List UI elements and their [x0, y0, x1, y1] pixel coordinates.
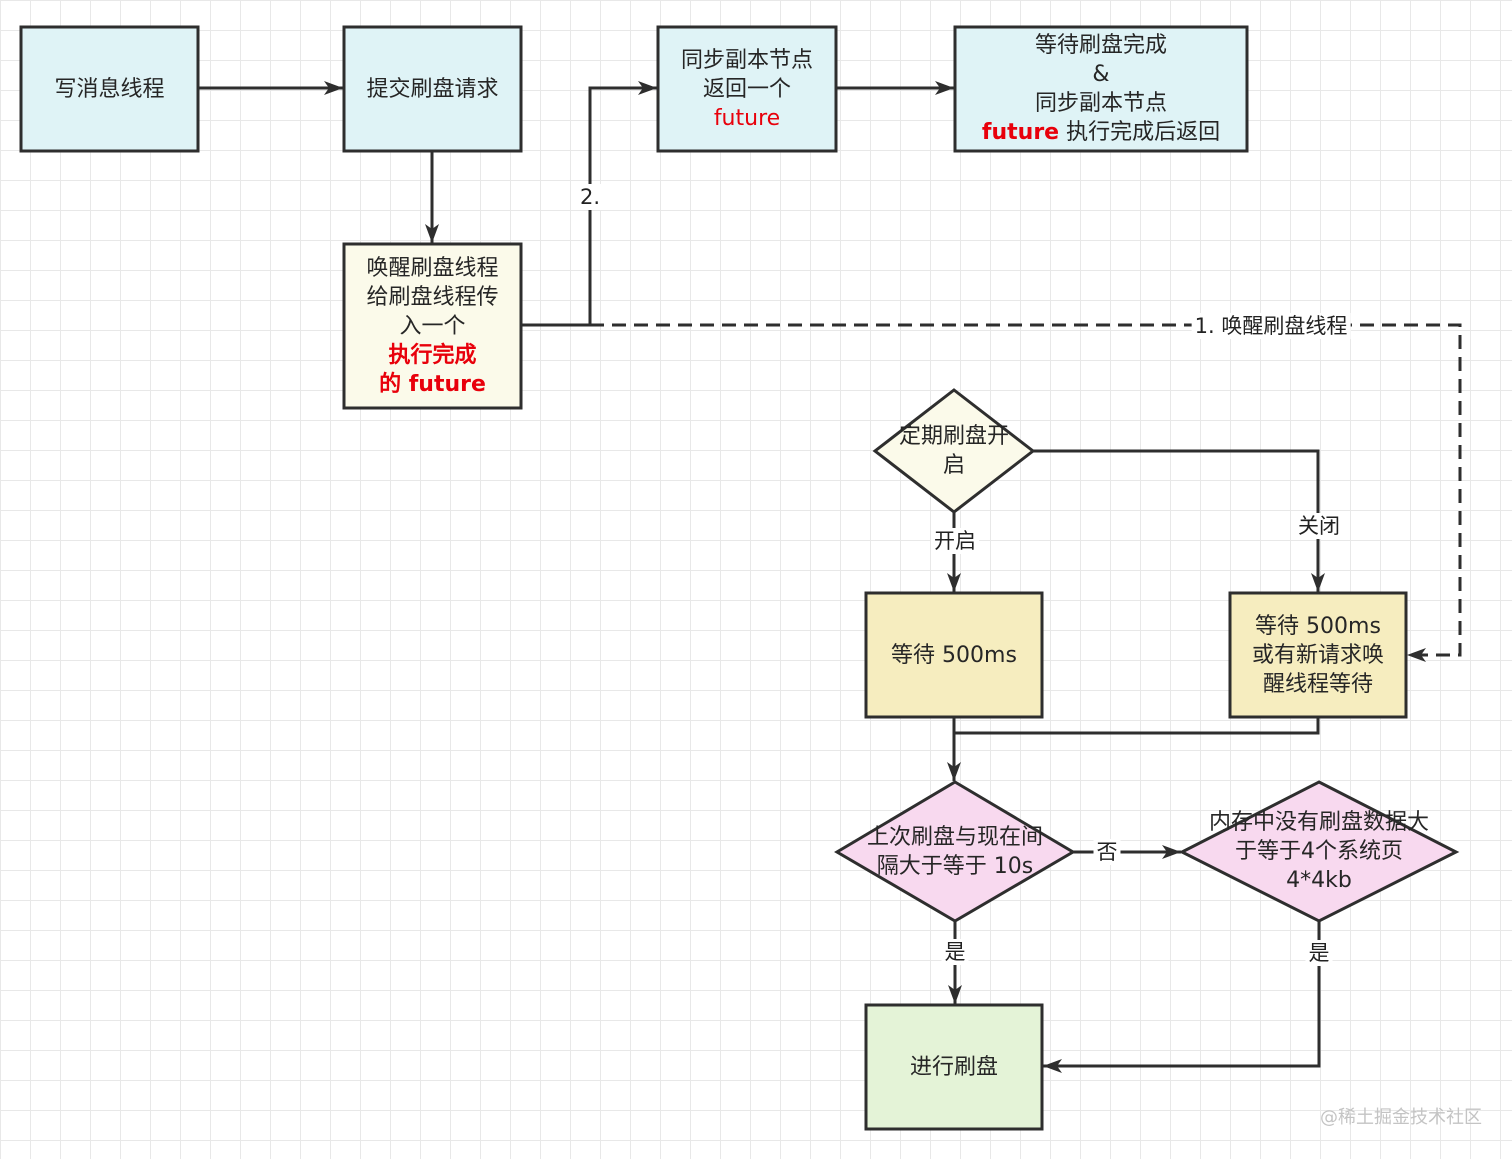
pages-line-3: 4*4kb [1286, 868, 1352, 893]
wake-line-3: 入一个 [399, 313, 466, 339]
wait-or-wake-line-1: 等待 500ms [1255, 613, 1381, 639]
write-thread-box [19, 25, 200, 153]
submit-flush-request-line: 提交刷盘请求 [366, 76, 499, 102]
wait-complete-line-1: 等待刷盘完成 [1034, 33, 1167, 58]
wait-or-wake-line-3: 醒线程等待 [1262, 671, 1373, 697]
wait-complete-future-highlight: future [981, 120, 1060, 145]
sync-replica-future-highlight: future [713, 105, 781, 131]
edge-wait-or-wake-merge [954, 717, 1320, 735]
interval-line-1: 上次刷盘与现在间 [866, 824, 1043, 850]
dirty-pages-check-text: 内存中没有刷盘数据大 于等于4个系统页 4*4kb [1182, 782, 1456, 921]
submit-flush-request-text: 提交刷盘请求 [344, 27, 521, 151]
edge-periodic-disabled [1033, 449, 1325, 592]
wait-500ms-box [864, 591, 1044, 719]
wake-line-1: 唤醒刷盘线程 [366, 255, 499, 281]
submit-flush-request-box [342, 25, 523, 153]
do-flush-line: 进行刷盘 [909, 1054, 998, 1080]
do-flush-text: 进行刷盘 [866, 1005, 1042, 1129]
wait-flush-complete-box [953, 25, 1249, 153]
wait-complete-line-4: future 执行完成后返回 [982, 118, 1220, 147]
periodic-line-1: 定期刷盘开 [898, 424, 1009, 449]
sync-replica-future-text: 同步副本节点 返回一个 future [658, 27, 836, 151]
sync-replica-line-1: 同步副本节点 [680, 47, 813, 73]
edge-label-disabled: 关闭 [1295, 513, 1343, 539]
do-flush-box [864, 1003, 1044, 1131]
wait-500ms-or-wake-box [1228, 591, 1408, 719]
wait-500ms-or-wake-text: 等待 500ms 或有新请求唤 醒线程等待 [1230, 593, 1406, 717]
edge-wake-signal-dashed [590, 323, 1462, 662]
pages-line-2: 于等于4个系统页 [1235, 839, 1403, 864]
write-thread-text: 写消息线程 [21, 27, 198, 151]
edge-label-interval-yes: 是 [941, 939, 969, 965]
edge-label-interval-no: 否 [1093, 839, 1121, 865]
wake-highlight-line-1: 执行完成 [388, 342, 477, 368]
wake-flush-thread-text: 唤醒刷盘线程 给刷盘线程传 入一个 执行完成 的 future [344, 244, 521, 408]
wake-line-2: 给刷盘线程传 [366, 284, 499, 310]
watermark: @稀土掘金技术社区 [1320, 1107, 1482, 1128]
wait-complete-line-3: 同步副本节点 [1034, 91, 1167, 116]
wait-flush-complete-text: 等待刷盘完成 & 同步副本节点 future 执行完成后返回 [955, 27, 1247, 151]
wake-flush-thread-box [342, 242, 523, 410]
wait-or-wake-line-2: 或有新请求唤 [1251, 642, 1384, 668]
wait-complete-line-2: & [1092, 62, 1110, 87]
wait-500ms-line: 等待 500ms [891, 642, 1017, 668]
wake-highlight-line-2: 的 future [379, 371, 486, 397]
edge-label-step-1-wake: 1. 唤醒刷盘线程 [1191, 313, 1351, 339]
edge-label-enabled: 开启 [931, 528, 979, 554]
periodic-flush-text: 定期刷盘开 启 [875, 390, 1033, 512]
edge-label-pages-yes: 是 [1305, 940, 1333, 966]
pages-line-1: 内存中没有刷盘数据大 [1208, 810, 1429, 835]
write-thread-line: 写消息线程 [54, 76, 165, 102]
edge-pages-yes [1043, 921, 1321, 1073]
interval-check-text: 上次刷盘与现在间 隔大于等于 10s [837, 782, 1073, 921]
wait-500ms-text: 等待 500ms [866, 593, 1042, 717]
wait-complete-line-4-rest: 执行完成后返回 [1059, 120, 1221, 145]
periodic-line-2: 启 [942, 453, 965, 478]
sync-replica-future-box [656, 25, 838, 153]
edge-label-step-2: 2. [576, 184, 604, 210]
sync-replica-line-2: 返回一个 [702, 76, 791, 102]
interval-line-2: 隔大于等于 10s [876, 853, 1034, 879]
